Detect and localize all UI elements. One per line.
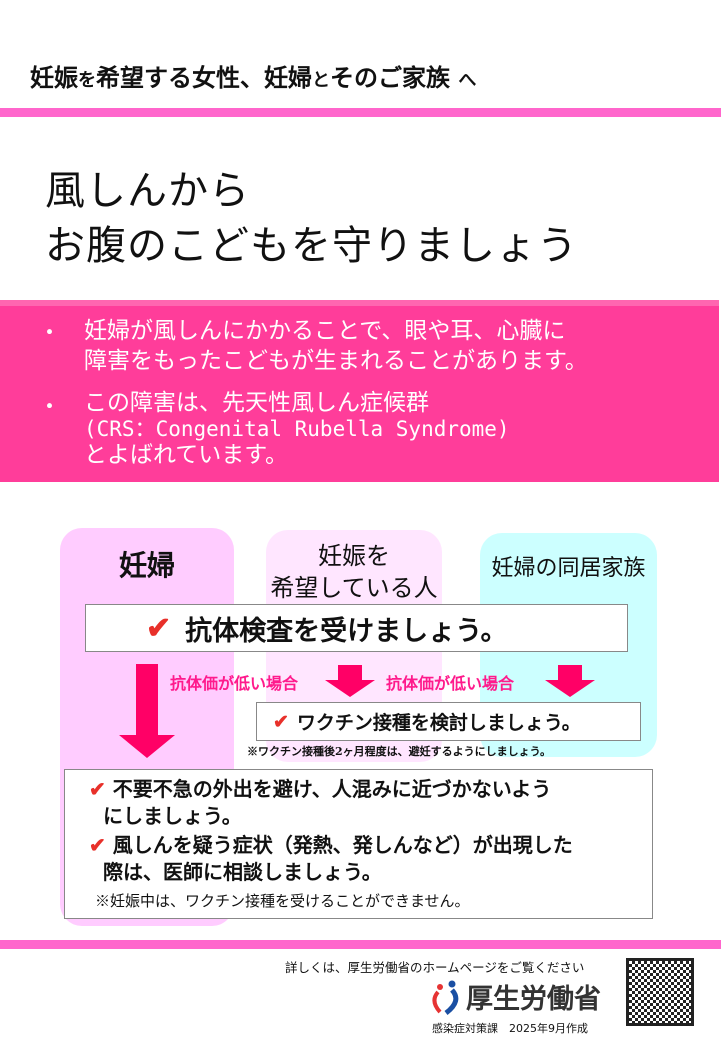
qr-code[interactable] bbox=[626, 958, 694, 1026]
title-line2: お腹のこどもを守りましょう bbox=[45, 223, 578, 269]
column-title: 妊娠を bbox=[318, 542, 390, 570]
info-box: ・ 妊婦が風しんにかかることで、眼や耳、心臓に障害をもったこどもが生まれることが… bbox=[0, 300, 719, 482]
check-icon: ✔ bbox=[89, 777, 106, 801]
mhlw-logo-icon bbox=[432, 980, 459, 1015]
down-arrow bbox=[545, 665, 595, 697]
bullet: ・ bbox=[38, 320, 61, 346]
bullet: ・ bbox=[38, 394, 61, 420]
down-arrow-long bbox=[119, 664, 175, 758]
antibody-test-text: 抗体検査を受けましょう。 bbox=[185, 615, 508, 647]
down-arrow bbox=[325, 665, 375, 697]
advice-2: ✔ 風しんを疑う症状（発熱、発しんなど）が出現した際は、医師に相談しましょう。 bbox=[89, 833, 573, 884]
footer-dept: 感染症対策課 2025年9月作成 bbox=[432, 1022, 588, 1035]
low-titer-label: 抗体価が低い場合 bbox=[170, 674, 299, 693]
check-icon: ✔ bbox=[273, 710, 289, 733]
bullet-1: 妊婦が風しんにかかることで、眼や耳、心臓に障害をもったこどもが生まれることがあり… bbox=[84, 318, 588, 374]
divider-top bbox=[0, 108, 721, 117]
column-title: 希望している人 bbox=[270, 574, 438, 602]
vaccine-box: ✔ ワクチン接種を検討しましょう。 bbox=[256, 702, 641, 741]
antibody-test-box: ✔ 抗体検査を受けましょう。 bbox=[85, 604, 628, 652]
divider-bottom bbox=[0, 940, 721, 949]
mhlw-logo: 厚生労働省 bbox=[428, 977, 601, 1016]
ministry-name: 厚生労働省 bbox=[466, 984, 601, 1015]
vaccine-note: ※ワクチン接種後2ヶ月程度は、避妊するようにしましょう。 bbox=[247, 745, 551, 758]
check-icon: ✔ bbox=[146, 610, 172, 646]
bullet-2: この障害は、先天性風しん症候群(CRS：Congenital Rubella S… bbox=[84, 390, 510, 468]
header-audience: 妊娠を希望する女性、妊婦とそのご家族 へ bbox=[30, 63, 477, 92]
title-line1: 風しんから bbox=[45, 168, 250, 214]
column-title: 妊婦の同居家族 bbox=[491, 556, 646, 581]
low-titer-label: 抗体価が低い場合 bbox=[386, 674, 515, 693]
advice-box: ✔ 不要不急の外出を避け、人混みに近づかないようにしましょう。 ✔ 風しんを疑う… bbox=[64, 769, 653, 919]
advice-1: ✔ 不要不急の外出を避け、人混みに近づかないようにしましょう。 bbox=[89, 777, 552, 828]
check-icon: ✔ bbox=[89, 833, 106, 857]
footer-details-text: 詳しくは、厚生労働省のホームページをご覧ください bbox=[285, 960, 585, 975]
column-title: 妊婦 bbox=[118, 549, 175, 582]
pregnancy-note: ※妊娠中は、ワクチン接種を受けることができません。 bbox=[95, 892, 470, 910]
vaccine-text: ワクチン接種を検討しましょう。 bbox=[296, 712, 581, 734]
